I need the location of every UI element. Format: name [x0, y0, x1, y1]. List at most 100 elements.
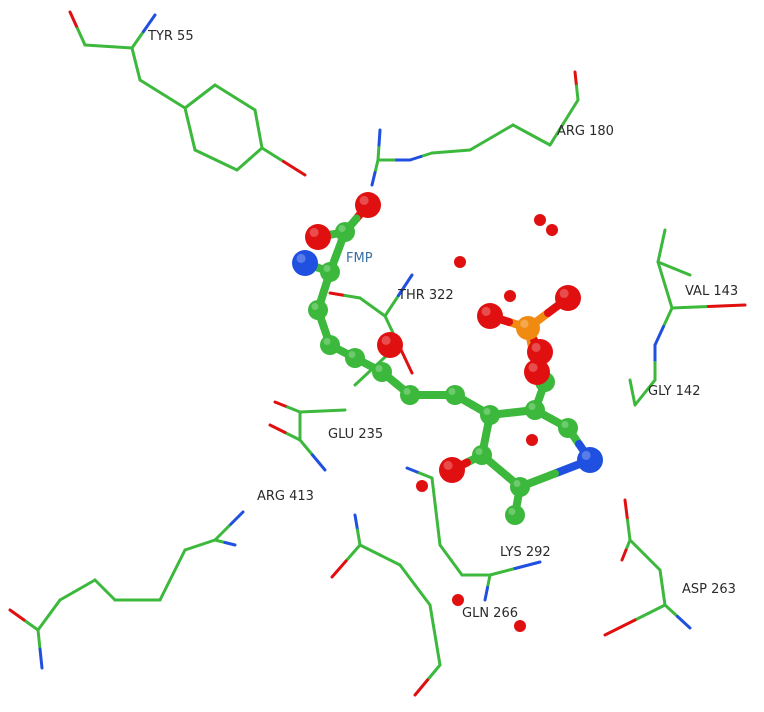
bond-val143	[656, 260, 667, 287]
bond-arg180	[449, 148, 472, 153]
atom-highlight	[581, 450, 591, 461]
bond-asp263	[624, 538, 632, 552]
bond-arg180	[377, 128, 382, 147]
bond-tyr55	[260, 146, 285, 163]
bond-arg413	[103, 588, 117, 602]
bond-glu235	[283, 431, 302, 442]
bond-arg413	[183, 543, 202, 552]
bond-gln266	[398, 563, 417, 587]
bond-tyr55	[183, 95, 202, 110]
bond-tyr55	[213, 83, 237, 99]
bond-lys292	[449, 558, 464, 577]
bond-val143	[656, 244, 663, 264]
water-oxygen	[546, 224, 558, 236]
ligand-atom	[305, 224, 331, 250]
bond-tyr55	[248, 146, 264, 161]
bond-gln266	[413, 678, 429, 697]
residue-labels: TYR 55 ARG 180 VAL 143 GLY 142 THR 322 G…	[147, 29, 738, 621]
bond-asp263	[623, 498, 629, 522]
water-oxygen	[514, 620, 526, 632]
bond-glu235	[273, 400, 289, 409]
bond-gln266	[330, 559, 348, 579]
bond-thr322	[358, 296, 374, 309]
atom-highlight	[403, 388, 411, 395]
atom-highlight	[513, 480, 521, 487]
ligand-atom	[516, 316, 540, 340]
bond-lys292	[513, 560, 542, 570]
bond-lys292	[483, 586, 489, 602]
label-ligand-fmp: FMP	[346, 251, 373, 266]
bond-gly142	[633, 391, 647, 407]
bond-gln266	[413, 583, 432, 607]
bond-arg413	[8, 608, 26, 622]
bond-arg180	[408, 155, 423, 162]
atom-highlight	[475, 448, 483, 455]
bond-tyr55	[161, 92, 187, 110]
atom-highlight	[381, 335, 391, 346]
bond-tyr55	[142, 13, 157, 33]
bond-arg413	[36, 613, 51, 632]
label-asp263: ASP 263	[682, 582, 736, 597]
residue-sticks	[8, 10, 747, 697]
bond-asp263	[643, 553, 662, 572]
bond-arg413	[47, 598, 62, 617]
bond-glu235	[321, 408, 347, 413]
bond-gly142	[628, 378, 634, 394]
bond-asp263	[633, 603, 667, 622]
bond-gln266	[356, 528, 362, 547]
ligand-atom	[555, 285, 581, 311]
bond-arg180	[530, 133, 552, 147]
bond-val143	[660, 228, 667, 248]
bond-gly142	[631, 391, 637, 407]
ligand-atom	[355, 192, 381, 218]
bond-thr322	[397, 273, 414, 297]
bond-asp263	[628, 538, 647, 557]
bond-arg180	[376, 143, 381, 162]
ligand-atom	[292, 250, 318, 276]
bond-tyr55	[193, 148, 218, 162]
ligand-atom	[439, 457, 465, 483]
atom-highlight	[520, 319, 529, 328]
label-lys292: LYS 292	[500, 545, 551, 560]
bond-val143	[663, 283, 674, 310]
atom-highlight	[481, 306, 491, 317]
atom-highlight	[296, 253, 306, 263]
bond-val143	[670, 305, 710, 310]
bond-gly142	[643, 378, 657, 394]
bond-tyr55	[130, 30, 145, 50]
label-gly142: GLY 142	[648, 384, 700, 399]
bond-arg413	[223, 541, 237, 547]
bond-asp263	[658, 568, 664, 589]
bond-tyr55	[134, 62, 142, 82]
ligand-atom	[320, 335, 340, 355]
bond-glu235	[298, 438, 314, 457]
bond-arg413	[198, 538, 217, 547]
atom-highlight	[359, 195, 369, 205]
bond-tyr55	[83, 43, 110, 48]
bond-tyr55	[130, 46, 138, 66]
bond-tyr55	[183, 106, 192, 131]
bond-arg413	[227, 510, 245, 528]
bond-tyr55	[188, 127, 197, 152]
bond-tyr55	[138, 78, 164, 96]
water-oxygen	[504, 290, 516, 302]
bond-thr322	[343, 294, 362, 300]
ligand-atom	[477, 303, 503, 329]
water-molecules	[416, 214, 558, 632]
bond-arg413	[58, 588, 79, 602]
bond-tyr55	[76, 27, 87, 47]
label-thr322: THR 322	[397, 288, 454, 303]
label-gln266: GLN 266	[462, 606, 518, 621]
ligand-atom	[505, 505, 525, 525]
bond-arg413	[158, 573, 174, 602]
bond-tyr55	[214, 158, 239, 172]
atom-highlight	[309, 227, 319, 237]
bond-glu235	[286, 405, 302, 414]
bond-arg180	[468, 136, 493, 152]
bond-arg413	[213, 538, 227, 544]
bond-arg180	[490, 123, 515, 139]
bond-thr322	[383, 294, 400, 318]
bond-val143	[707, 303, 747, 308]
